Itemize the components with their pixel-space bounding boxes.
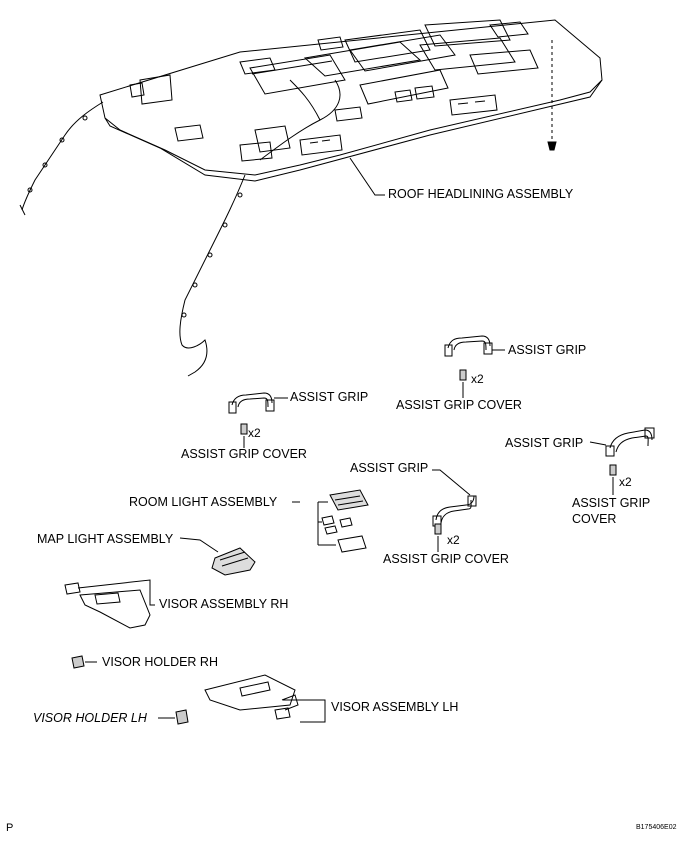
roof-headlining-drawing (19, 19, 603, 377)
assist-grip-4-drawing (432, 469, 477, 552)
assist-grip-label-3: ASSIST GRIP (505, 436, 584, 450)
x2-label-1: x2 (471, 372, 484, 386)
assist-grip-cover-label-4: ASSIST GRIP COVER (383, 552, 509, 566)
visor-lh-drawing (204, 674, 326, 723)
assist-grip-1-drawing (444, 335, 505, 398)
assist-grip-cover-label-1: ASSIST GRIP COVER (396, 398, 522, 412)
visor-rh-label: VISOR ASSEMBLY RH (159, 597, 289, 611)
room-light-drawing (292, 489, 369, 553)
figure-code: B175406E02 (636, 824, 677, 831)
visor-holder-lh-drawing (158, 709, 189, 725)
assist-grip-3-drawing (589, 427, 655, 495)
x2-label-3: x2 (619, 475, 632, 489)
x2-label-4: x2 (447, 533, 460, 547)
visor-holder-lh-label: VISOR HOLDER LH (33, 711, 147, 725)
map-light-drawing (179, 537, 256, 576)
roof-headlining-label: ROOF HEADLINING ASSEMBLY (388, 187, 574, 201)
assist-grip-cover-label-3b: COVER (572, 512, 617, 526)
map-light-label: MAP LIGHT ASSEMBLY (37, 532, 174, 546)
page-letter: P (6, 822, 14, 834)
assist-grip-2-drawing (228, 392, 288, 448)
visor-holder-rh-drawing (71, 655, 97, 669)
x2-label-2: x2 (248, 426, 261, 440)
room-light-label: ROOM LIGHT ASSEMBLY (129, 495, 278, 509)
assist-grip-label-1: ASSIST GRIP (508, 343, 587, 357)
assist-grip-label-4: ASSIST GRIP (350, 461, 429, 475)
visor-lh-label: VISOR ASSEMBLY LH (331, 700, 459, 714)
assist-grip-cover-label-2: ASSIST GRIP COVER (181, 447, 307, 461)
assist-grip-label-2: ASSIST GRIP (290, 390, 369, 404)
visor-holder-rh-label: VISOR HOLDER RH (102, 655, 218, 669)
visor-rh-drawing (64, 579, 155, 629)
assist-grip-cover-label-3a: ASSIST GRIP (572, 496, 651, 510)
